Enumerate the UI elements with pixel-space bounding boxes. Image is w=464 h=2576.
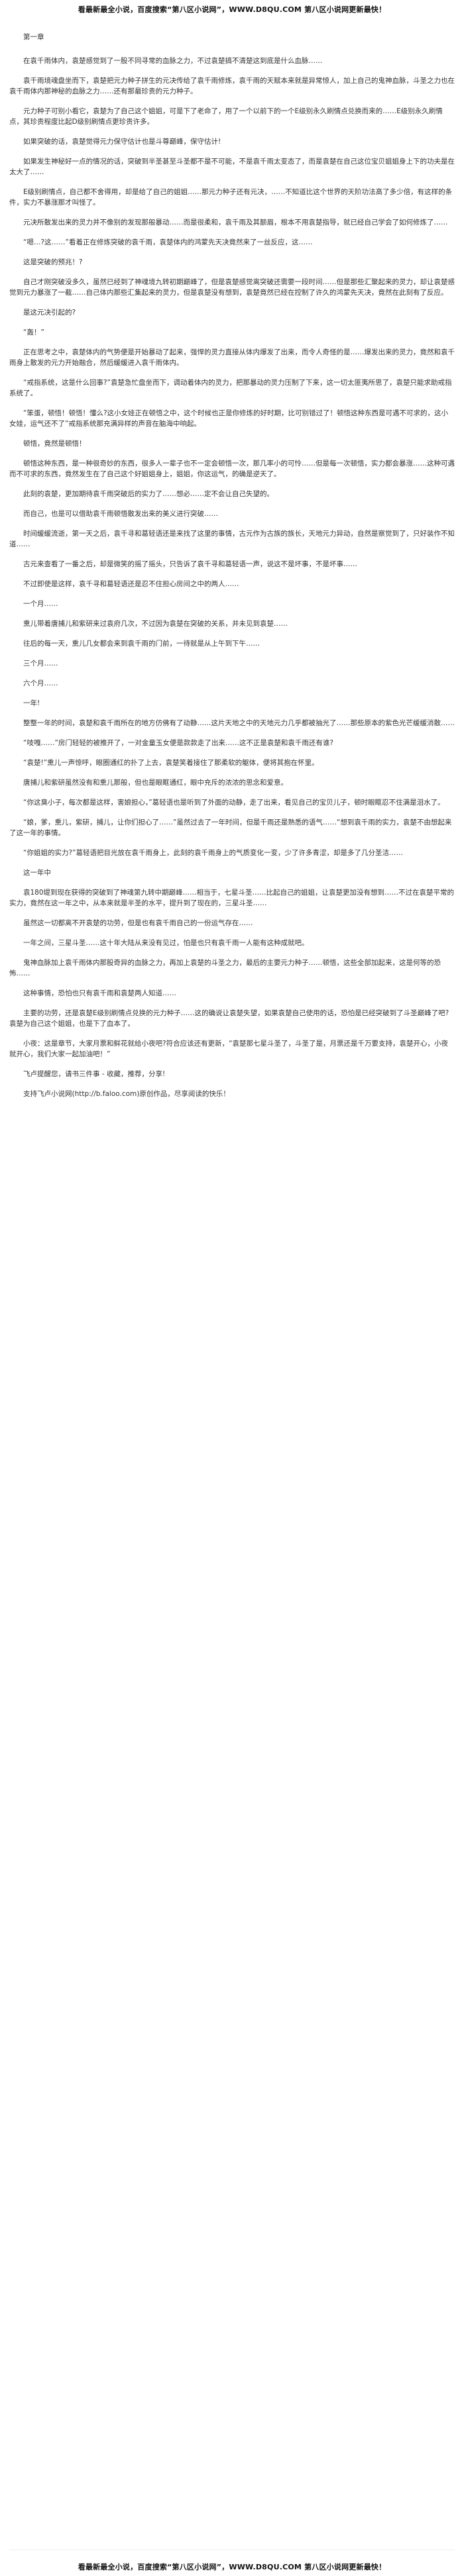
paragraph: 鬼神血脉加上袁千雨体内那股奇异的血脉之力，再加上袁楚的斗圣之力，最后的主要元力种… — [9, 959, 441, 977]
header-banner: 看最新最全小说，百度搜索“第八区小说网”，WWW.D8QU.COM 第八区小说网… — [78, 5, 386, 14]
paragraph: 自己才刚突破没多久，虽然已经到了神魂境九转初期巅峰了，但是袁楚感觉离突破还需要一… — [9, 278, 455, 297]
paragraph: 是这元决引起的? — [23, 309, 76, 317]
paragraph: “吱嘎……”房门轻轻的被推开了，一对金童玉女便是款款走了出来……这不正是袁楚和袁… — [23, 739, 333, 747]
paragraph: 袁千雨境魂盘坐而下，袁楚把元力种子拼生的元决传给了袁千雨修炼，袁千雨的天赋本来就… — [9, 77, 455, 95]
paragraph: “你这臭小子，每次都是这样，害娘担心，”葛轻语也是听到了外面的动静，走了出来，看… — [23, 799, 445, 807]
paragraph: 不过即使是这样，袁千寻和葛轻语还是忍不住担心房间之中的两人…… — [23, 580, 239, 588]
paragraph: 袁180堤到现在获得的突破到了神魂第九转中期巅峰……相当于，七星斗圣……比起自己… — [9, 889, 455, 907]
paragraph: E级别刷情点，自己都不舍得用，却是给了自己的姐姐……那元力种子还有元决，……不知… — [9, 188, 453, 207]
paragraph: 顿悟这种东西，是一种很奇妙的东西，很多人一辈子也不一定会顿悟一次，那几率小的可怜… — [9, 460, 455, 478]
paragraph: 此刻的袁楚，更加期待袁千雨突破后的实力了……想必……定不会让自己失望的。 — [23, 490, 274, 498]
paragraph: 飞卢提醒您，请书三件事 - 收藏，推荐，分享! — [23, 1070, 166, 1078]
paragraph: “袁楚!”熏儿一声惊呼，眼圈通红的扑了上去，袁楚笑着接住了那柔软的躯体，便将其抱… — [23, 759, 319, 767]
paragraph: 往后的每一天，熏儿几女都会来到袁千雨的门前，一待就是从上午到下午…… — [23, 640, 260, 648]
paragraph: “娘，爹，熏儿，紫研，捕儿，让你们担心了……”虽然过去了一年时间，但是千雨还是熟… — [9, 818, 452, 837]
paragraph: 古元来查看了一番之后，却是微笑的摇了摇头，只告诉了袁千寻和葛轻语一声，说这不是坏… — [23, 560, 357, 568]
paragraph: “嗯…?这……”看着正在修炼突破的袁千雨，袁楚体内的鸿蒙先天决竟然来了一丝反应，… — [23, 238, 313, 246]
paragraph: 这是突破的预兆！? — [23, 258, 83, 266]
paragraph: 在袁千雨体内，袁楚感觉到了一股不同寻常的血脉之力，不过袁楚搞不清楚这到底是什么血… — [23, 57, 323, 65]
paragraph: 虽然这一切都离不开袁楚的功劳，但是也有袁千雨自己的一份运气存在…… — [23, 919, 253, 927]
paragraph: 这一年中 — [23, 869, 51, 877]
paragraph: 唐捕儿和紫研虽然没有和熏儿那般，但也是眼眶通红，眼中充斥的浓浓的思念和爱意。 — [23, 779, 288, 787]
paragraph: 一年之间，三星斗圣……这十年大陆从来没有见过，怕是也只有袁千雨一人能有这种成就吧… — [23, 939, 309, 947]
paragraph: 如果突破的话，袁楚觉得元力保守估计也是斗尊巅峰，保守估计! — [23, 138, 221, 146]
paragraph: “戒指系统，这是什么回事?”袁楚急忙盘坐而下，调动着体内的灵力，把那暴动的灵力压… — [9, 379, 452, 397]
paragraph: 一个月…… — [23, 600, 58, 608]
paragraph: “笨蛋，顿悟！顿悟！懂么?这小女娃正在顿悟之中，这个时候也正是你修炼的好时期，比… — [9, 409, 449, 428]
paragraph: 而自己，也是可以借助袁千雨顿悟散发出来的美义进行突破…… — [23, 510, 218, 518]
paragraph: 这种事情，恐怕也只有袁千雨和袁楚两人知道…… — [23, 989, 176, 997]
paragraph: 整整一年的时间，袁楚和袁千雨所在的地方仿佛有了动静……这片天地之中的天地元力几乎… — [23, 719, 455, 727]
paragraph: 小夜：这是章节，大家月票和鲜花就给小夜吧?符合应该还有更新，“袁楚那七星斗圣了，… — [9, 1040, 449, 1058]
paragraph: 一年! — [23, 699, 40, 707]
paragraph: 正在思考之中，袁楚体内的气势便是开始暴动了起来，强悍的灵力直接从体内爆发了出来，… — [9, 348, 455, 367]
chapter-content: 第一章在袁千雨体内，袁楚感觉到了一股不同寻常的血脉之力，不过袁楚搞不清楚这到底是… — [9, 32, 455, 1109]
paragraph: 熏儿带着唐捕儿和紫研来过袁府几次，不过因为袁楚在突破的关系，并未见到袁楚…… — [23, 620, 288, 628]
footer-banner: 看最新最全小说，百度搜索“第八区小说网”，WWW.D8QU.COM 第八区小说网… — [78, 2563, 386, 2571]
paragraph: 主要的功劳，还是袁楚E级别刷情点兑换的元力种子……这的确说让袁楚失望，如果袁楚自… — [9, 1009, 449, 1028]
paragraph: “你姐姐的实力?”葛轻语把目光放在袁千雨身上，此刻的袁千雨身上的气质变化一变，少… — [23, 849, 403, 857]
paragraph: “轰！” — [23, 328, 44, 336]
paragraph: 三个月…… — [23, 660, 58, 668]
paragraph: 如果发生神秘好一点的情况的话，突破到半圣甚至斗圣都不是不可能，不是袁千雨太变态了… — [9, 158, 455, 176]
chapter-heading: 第一章 — [23, 33, 44, 41]
paragraph: 时间缓缓流逝，第一天之后，袁千寻和葛轻语还是来找了这里的事情，古元作为古族的族长… — [9, 530, 455, 548]
paragraph: 元力种子可别小看它，袁楚为了自己这个姐姐，可是下了老命了，用了一个以前下的一个E… — [9, 107, 443, 126]
paragraph: 元决所散发出来的灵力并不像别的发现那般暴动……而是很柔和，袁千雨及其额眉，根本不… — [23, 219, 448, 226]
paragraph: 六个月…… — [23, 679, 58, 687]
paragraph: 支持飞卢小说网(http://b.faloo.com)原创作品，尽享阅读的快乐！ — [23, 1090, 230, 1098]
paragraph: 顿悟，竟然是顿悟！ — [23, 440, 86, 448]
